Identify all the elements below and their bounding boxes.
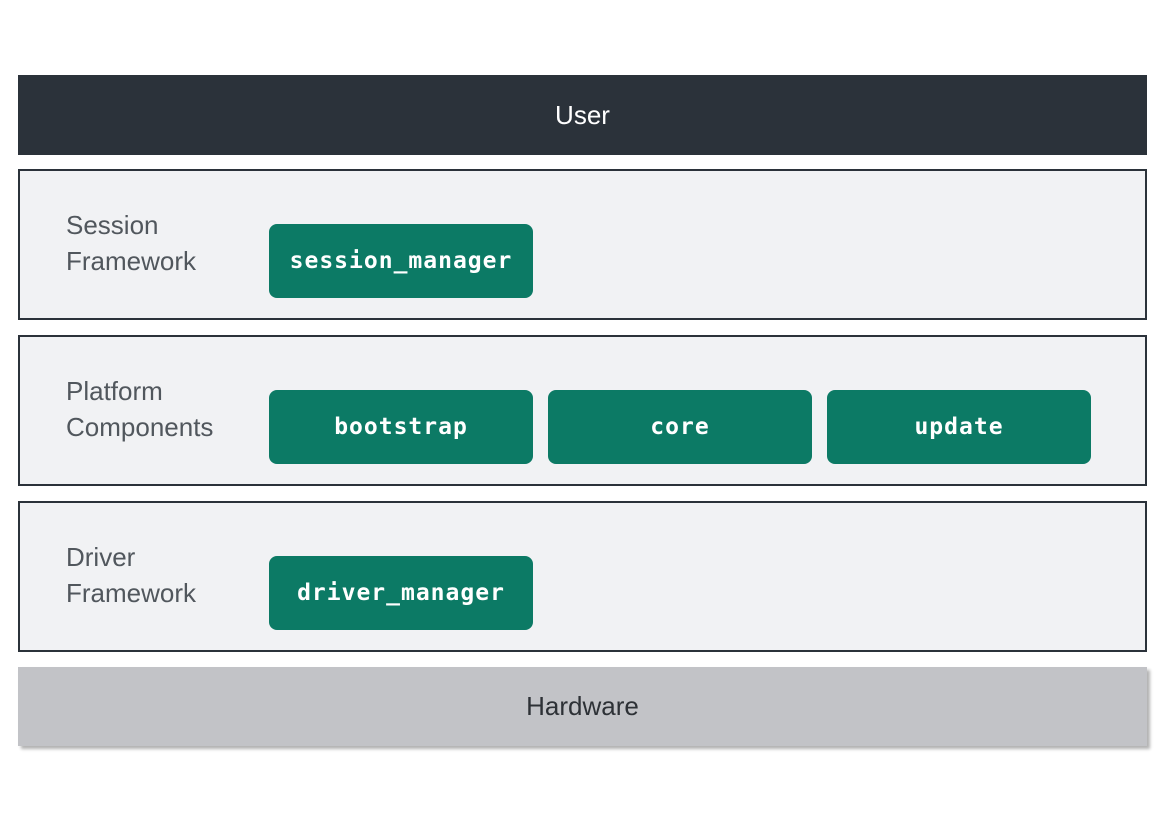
component-update: update xyxy=(827,390,1091,464)
layer-label-line: Session xyxy=(66,210,159,240)
hardware-layer-label: Hardware xyxy=(526,691,639,721)
component-bootstrap: bootstrap xyxy=(269,390,533,464)
layer-label-line: Framework xyxy=(66,578,197,608)
user-layer: User xyxy=(18,75,1147,155)
driver-framework-label: Driver Framework xyxy=(66,539,256,611)
layer-label-line: Platform xyxy=(66,376,163,406)
layer-label-line: Components xyxy=(66,412,214,442)
component-core: core xyxy=(548,390,812,464)
platform-components-label: Platform Components xyxy=(66,373,256,445)
layer-label-line: Driver xyxy=(66,542,136,572)
hardware-layer: Hardware xyxy=(18,667,1147,746)
user-layer-label: User xyxy=(555,99,610,130)
component-session-manager: session_manager xyxy=(269,224,533,298)
platform-components-layer: Platform Components bootstrap core updat… xyxy=(18,335,1147,486)
layer-label-line: Framework xyxy=(66,246,197,276)
driver-framework-layer: Driver Framework driver_manager xyxy=(18,501,1147,652)
session-framework-layer: Session Framework session_manager xyxy=(18,169,1147,320)
session-framework-label: Session Framework xyxy=(66,207,256,279)
component-driver-manager: driver_manager xyxy=(269,556,533,630)
